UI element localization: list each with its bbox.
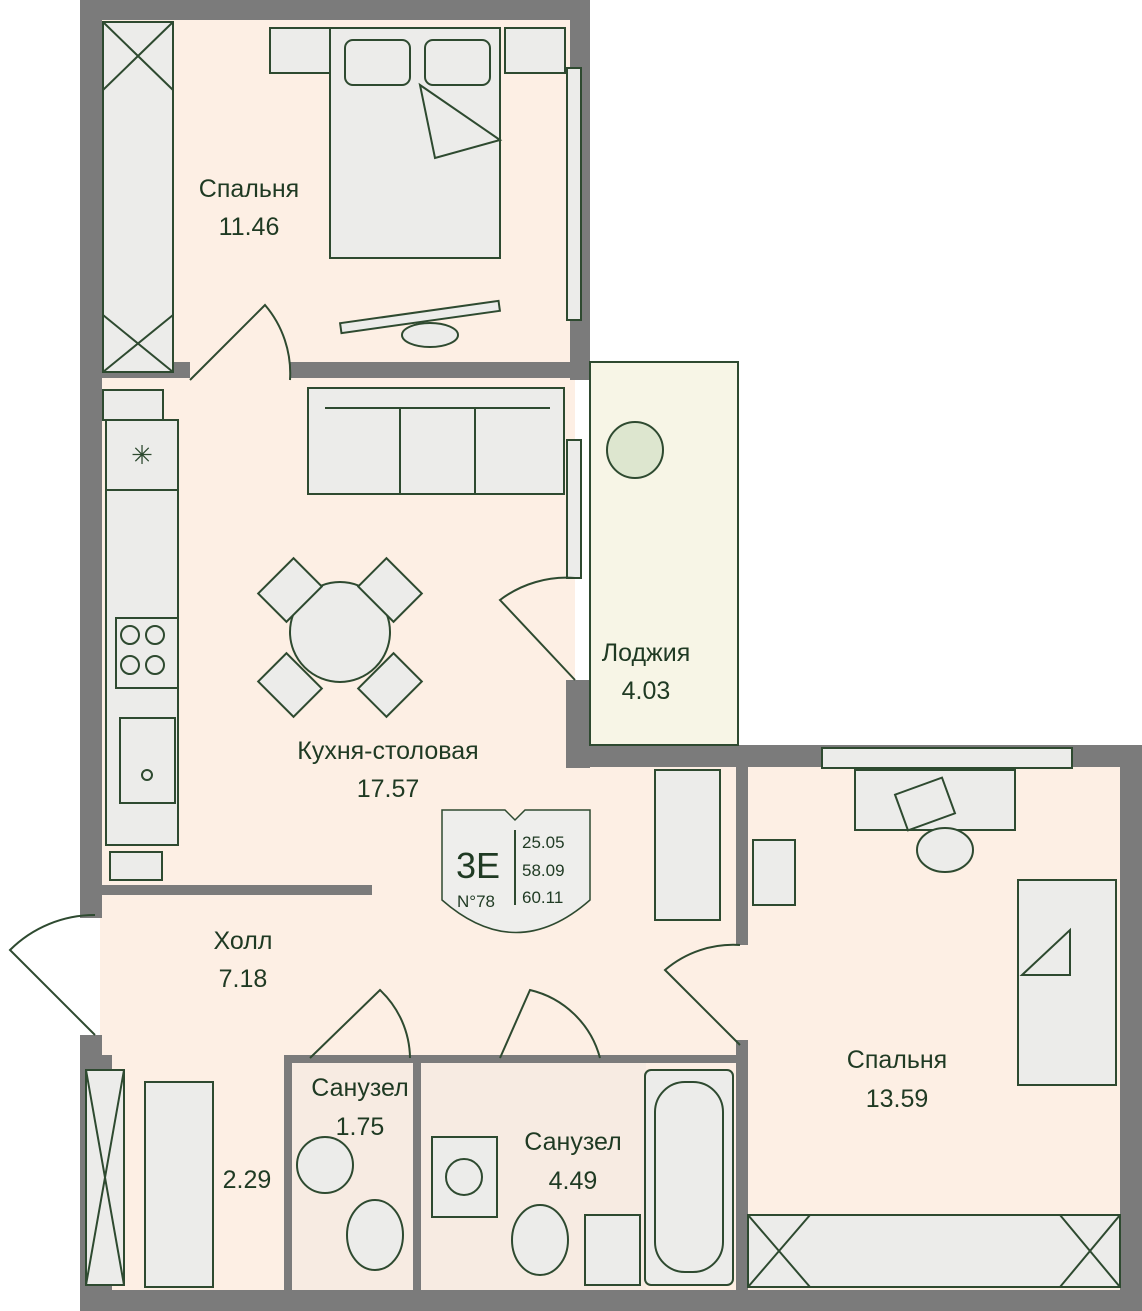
fridge-icon: ✳ [131, 440, 153, 470]
wardrobe [747, 1214, 1121, 1288]
badge-type: 3E [456, 845, 500, 886]
burner [120, 625, 140, 645]
sofa-seats [325, 407, 550, 494]
window [821, 747, 1073, 769]
door[interactable] [189, 303, 292, 381]
toilet [346, 1199, 404, 1271]
cabinet [102, 389, 164, 421]
room-area: 11.46 [219, 213, 280, 241]
badge-number: N°78 [457, 892, 495, 911]
room-name: Санузел [311, 1074, 408, 1102]
blanket [1019, 927, 1071, 976]
pillow [344, 39, 411, 86]
dining-table [289, 581, 391, 683]
laptop-icon [893, 776, 957, 832]
badge-area-total: 58.09 [522, 861, 565, 880]
toilet [511, 1204, 569, 1276]
drain [141, 769, 153, 781]
window [566, 439, 582, 579]
bed [1017, 879, 1117, 1086]
chair [356, 651, 424, 719]
bathtub [644, 1069, 734, 1286]
chair [256, 556, 324, 624]
chair [256, 651, 324, 719]
loggia-floor [590, 362, 738, 745]
window [566, 67, 582, 321]
room-area: 4.49 [549, 1167, 598, 1195]
loggia-outline [589, 361, 739, 746]
pillow [424, 39, 491, 86]
room-area: 7.18 [219, 965, 268, 993]
door[interactable] [498, 576, 576, 681]
burner [145, 655, 165, 675]
chair [356, 556, 424, 624]
sofa [307, 387, 565, 495]
plant-icon [606, 421, 664, 479]
wardrobe-cross [747, 1214, 1121, 1288]
ladder [752, 839, 796, 906]
chair [916, 827, 974, 873]
wardrobe [654, 769, 721, 921]
room-name: Лоджия [602, 639, 691, 667]
wardrobe-cross [102, 21, 174, 373]
wardrobe-cross [85, 1069, 125, 1286]
room-area: 1.75 [336, 1113, 385, 1141]
room-area: 17.57 [357, 775, 420, 803]
door[interactable] [663, 943, 741, 1046]
badge-area-living: 25.05 [522, 833, 565, 852]
washbasin [296, 1136, 354, 1194]
room-name: Кухня-столовая [297, 737, 478, 765]
nightstand [269, 27, 331, 74]
door[interactable] [309, 988, 411, 1059]
room-area: 4.03 [622, 677, 671, 705]
room-area: 13.59 [866, 1085, 929, 1113]
entrance-door[interactable] [8, 913, 96, 1036]
room-name: Спальня [847, 1046, 947, 1074]
badge-area-with-loggia: 60.11 [522, 888, 563, 907]
room-name: Холл [214, 927, 273, 955]
door[interactable] [499, 988, 601, 1059]
washer [431, 1136, 498, 1218]
burner [145, 625, 165, 645]
cabinet [109, 851, 163, 881]
nightstand [504, 27, 566, 74]
room-name: Спальня [199, 175, 299, 203]
wardrobe [144, 1081, 214, 1288]
wardrobe [102, 21, 174, 373]
desk [338, 299, 502, 335]
burner [120, 655, 140, 675]
washer-drum [445, 1158, 483, 1196]
room-name: Санузел [524, 1128, 621, 1156]
washbasin [584, 1214, 641, 1286]
sink [119, 717, 176, 804]
room-area: 2.29 [223, 1166, 272, 1194]
blanket [418, 82, 503, 160]
bathtub-inner [654, 1081, 724, 1273]
chair [401, 322, 459, 348]
